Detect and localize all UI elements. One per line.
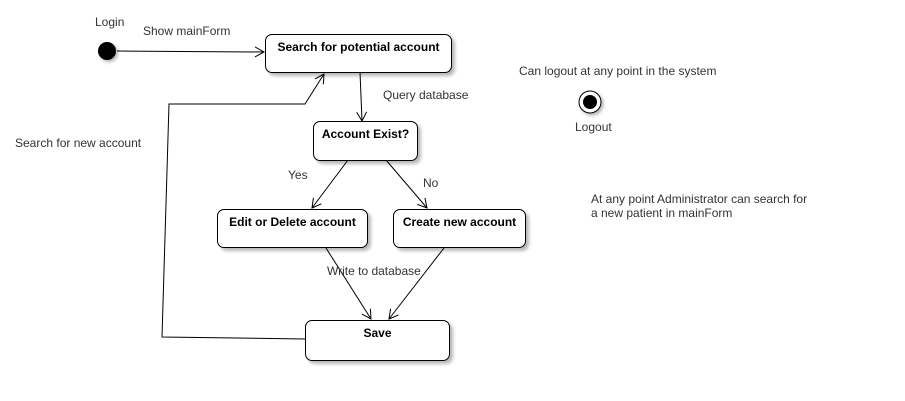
note-admin-search: At any point Administrator can search fo…	[591, 192, 808, 220]
edge-login-to-search	[116, 46, 266, 58]
edge-save-to-search	[161, 73, 325, 340]
note-logout: Can logout at any point in the system	[519, 64, 717, 78]
node-search-potential-account: Search for potential account	[265, 34, 452, 73]
initial-node	[98, 42, 116, 60]
final-node	[578, 90, 602, 114]
node-save: Save	[305, 320, 450, 361]
edge-label-yes: Yes	[288, 168, 308, 182]
edge-create-to-save	[388, 247, 445, 320]
edge-label-write-to-database: Write to database	[327, 264, 421, 278]
edge-label-search-new-account: Search for new account	[15, 136, 142, 150]
start-label: Login	[95, 15, 125, 29]
edge-exist-to-create	[385, 159, 428, 209]
node-create-new-account: Create new account	[393, 209, 526, 248]
edge-edit-to-save	[325, 247, 372, 320]
edge-label-query-database: Query database	[383, 88, 469, 102]
node-account-exist: Account Exist?	[313, 121, 418, 161]
node-edit-or-delete-account: Edit or Delete account	[217, 209, 368, 248]
edge-label-show-mainform: Show mainForm	[143, 24, 231, 38]
end-label: Logout	[575, 120, 612, 134]
edge-exist-to-edit	[311, 159, 349, 209]
edge-search-to-exist	[356, 71, 368, 123]
edge-label-no: No	[423, 176, 439, 190]
